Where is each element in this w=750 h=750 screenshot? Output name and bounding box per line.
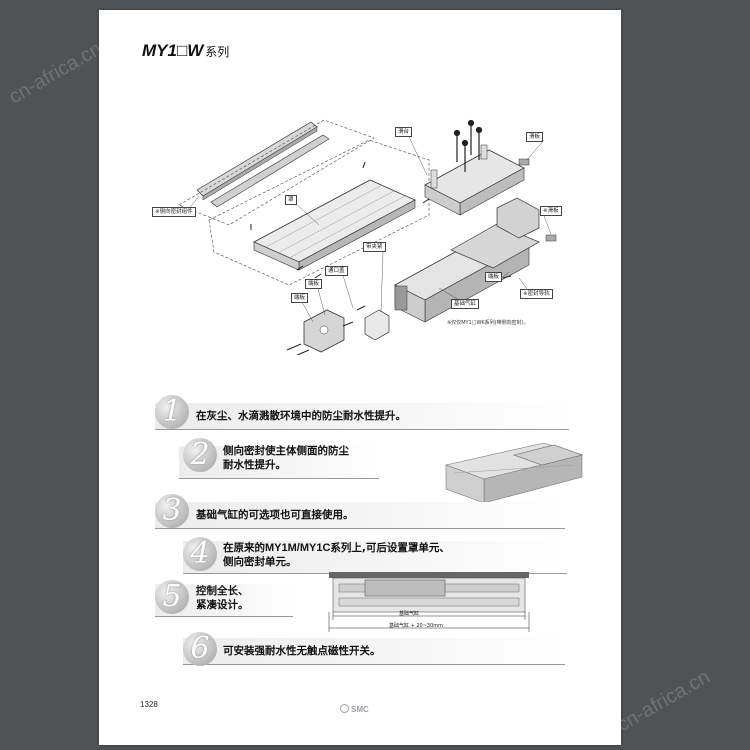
label-vent: 通口盖 <box>325 266 348 276</box>
series-suffix: 系列 <box>205 45 230 59</box>
watermark-bottom-right: cn-africa.cn <box>613 665 714 737</box>
feature-text-line1: 控制全长、 <box>196 585 249 597</box>
exploded-assembly-diagram <box>178 119 557 355</box>
feature-1: 1 在灰尘、水滴溅散环境中的防尘耐水性提升。 <box>99 393 621 433</box>
feature-number: 1 <box>155 395 189 429</box>
feature-text-line2: 侧向密封单元。 <box>223 556 297 568</box>
length-comparison-drawing <box>328 572 530 632</box>
feature-number: 6 <box>183 632 217 666</box>
feature-text: 可安装强耐水性无触点磁性开关。 <box>223 645 381 657</box>
label-base-cylinder: 基础气缸 <box>451 299 480 309</box>
seal-dashed-outline <box>178 119 375 226</box>
feature-text-line2: 耐水性提升。 <box>223 459 286 471</box>
side-seal-strip <box>196 121 330 208</box>
label-plate-right-2: 端板 <box>485 272 503 282</box>
feature-text-line2: 紧凑设计。 <box>196 599 249 611</box>
feature-text: 基础气缸的可选项也可直接使用。 <box>196 509 354 521</box>
feature-number: 2 <box>183 438 217 472</box>
feature-text-line1: 在原来的MY1M/MY1C系列上,可后设置罩单元、 <box>223 542 450 554</box>
feature-4: 4 在原来的MY1M/MY1C系列上,可后设置罩单元、 侧向密封单元。 <box>99 535 621 575</box>
feature-5: 5 控制全长、 紧凑设计。 <box>99 578 621 618</box>
watermark-top-left: cn-africa.cn <box>5 37 106 109</box>
label-slide-plate-top: 滑板 <box>526 132 544 142</box>
page-number: 1328 <box>140 700 158 709</box>
dimension-label-total: 基础气缸 + 20~30mm <box>389 623 444 629</box>
feature-2: 2 侧向密封使主体侧面的防尘 耐水性提升。 <box>99 436 621 479</box>
diagram-footnote: ※仅仅MY1□WK系列(带侧向密封)。 <box>447 320 529 326</box>
feature-text-line1: 侧向密封使主体侧面的防尘 <box>223 445 349 457</box>
bolts <box>453 119 483 172</box>
label-end-plate: 端板 <box>305 279 323 289</box>
cover-dashed-outline <box>208 139 430 286</box>
label-end-cover: 端板 <box>291 293 309 303</box>
brand-logo: SMC <box>340 704 369 714</box>
label-belt-clamp: 带夹紧 <box>363 242 386 252</box>
label-side-seal: ※侧向密封组件 <box>152 207 196 217</box>
leader-lines <box>183 136 552 323</box>
brand-logo-icon <box>340 704 349 713</box>
feature-text: 在灰尘、水滴溅散环境中的防尘耐水性提升。 <box>196 410 406 422</box>
feature-3: 3 基础气缸的可选项也可直接使用。 <box>99 492 621 532</box>
series-name: MY1□W <box>142 41 204 60</box>
dimension-label-base: 基础气缸 <box>399 611 420 617</box>
small-screws <box>250 161 512 355</box>
cylinder-product-image <box>444 442 584 504</box>
feature-6: 6 可安装强耐水性无触点磁性开关。 <box>99 630 621 670</box>
belt-clamp-part <box>364 309 390 341</box>
feature-number: 5 <box>155 580 189 614</box>
slide-plate-top-part <box>518 158 530 166</box>
feature-number: 4 <box>183 537 217 571</box>
label-seal-guide: ※密封导轨 <box>520 289 553 299</box>
feature-number: 3 <box>155 494 189 528</box>
cover-plate <box>253 179 416 271</box>
end-block-right <box>496 197 540 239</box>
slide-plate-right-part <box>545 234 557 242</box>
label-slide-plate-right: ※滑板 <box>540 206 562 216</box>
slide-table <box>424 144 525 216</box>
label-cover: 罩 <box>285 195 297 205</box>
end-plate <box>303 309 345 353</box>
label-slide-table: 滑台 <box>395 127 413 137</box>
